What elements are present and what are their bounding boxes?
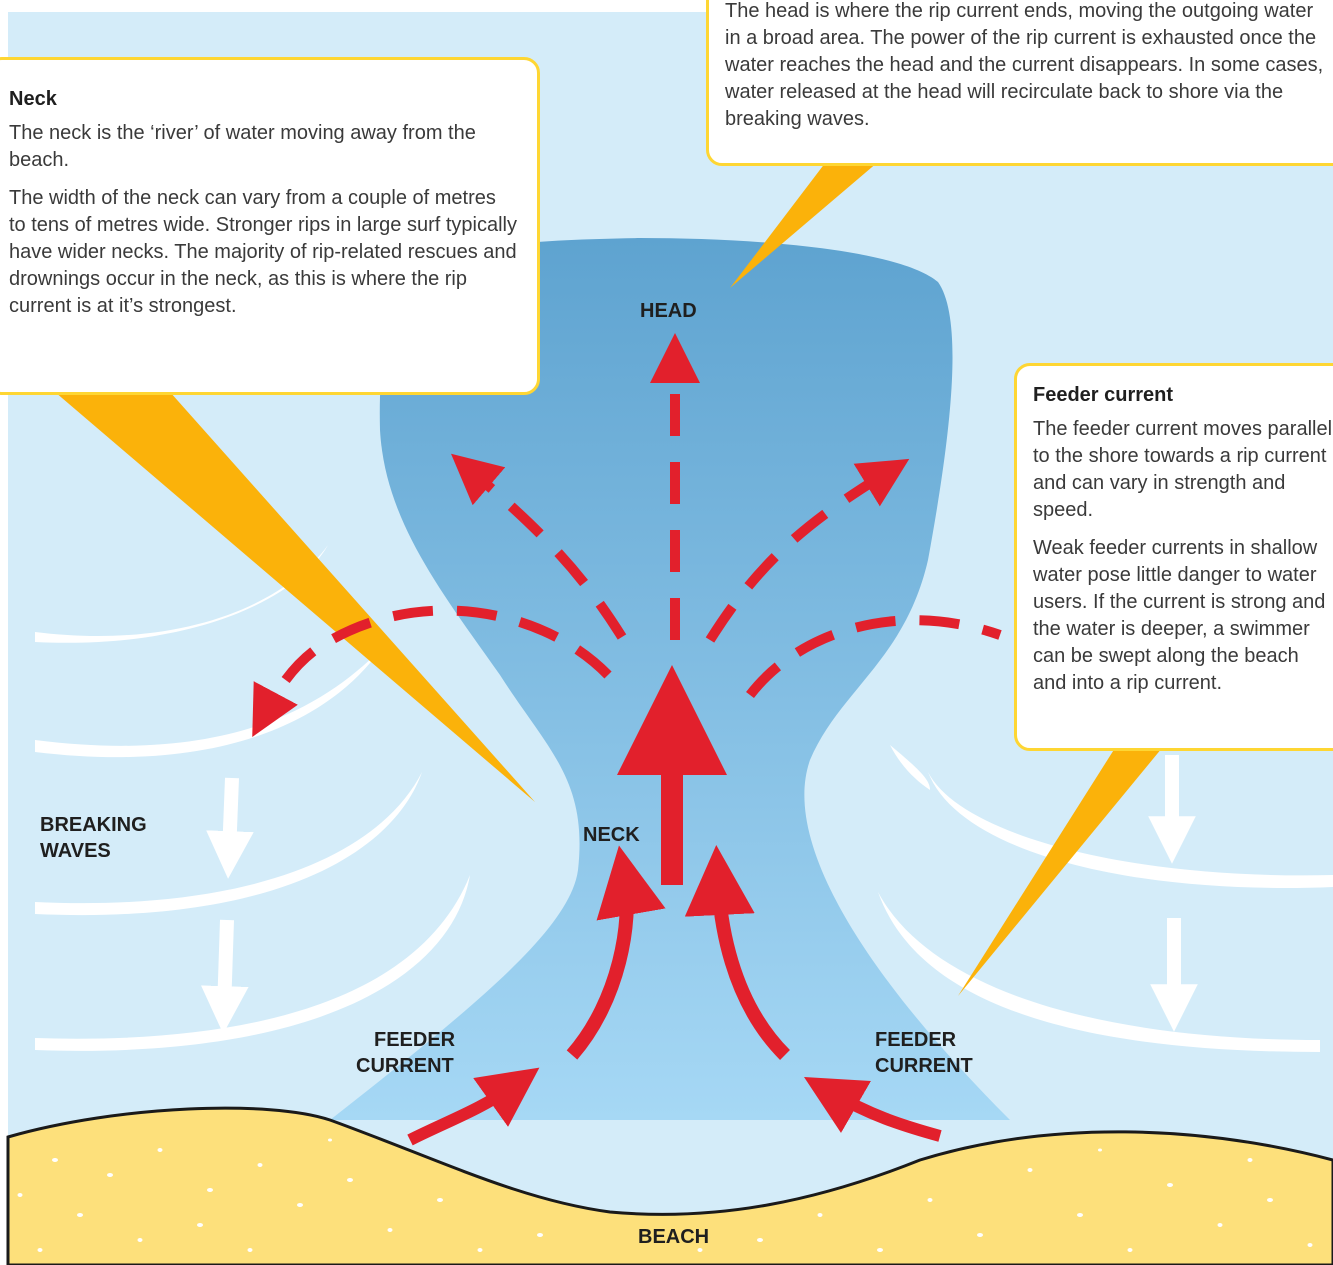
feeder-callout-text-1: The feeder current moves parallel to the… (1033, 416, 1333, 524)
head-label: HEAD (640, 298, 697, 324)
neck-callout: Neck The neck is the ‘river’ of water mo… (0, 57, 540, 395)
feeder-callout-text-2: Weak feeder currents in shallow water po… (1033, 535, 1333, 697)
white-arrow (229, 778, 232, 855)
head-callout: The head is where the rip current ends, … (706, 0, 1333, 166)
neck-callout-title: Neck (9, 86, 517, 112)
white-arrow (224, 920, 227, 1010)
feeder-callout: Feeder current The feeder current moves … (1014, 363, 1333, 751)
neck-callout-text-1: The neck is the ‘river’ of water moving … (9, 120, 517, 174)
neck-label: NECK (583, 822, 640, 848)
beach-label: BEACH (638, 1224, 709, 1250)
neck-callout-text-2: The width of the neck can vary from a co… (9, 185, 517, 320)
head-callout-text: The head is where the rip current ends, … (725, 0, 1329, 133)
feeder-callout-title: Feeder current (1033, 382, 1333, 408)
